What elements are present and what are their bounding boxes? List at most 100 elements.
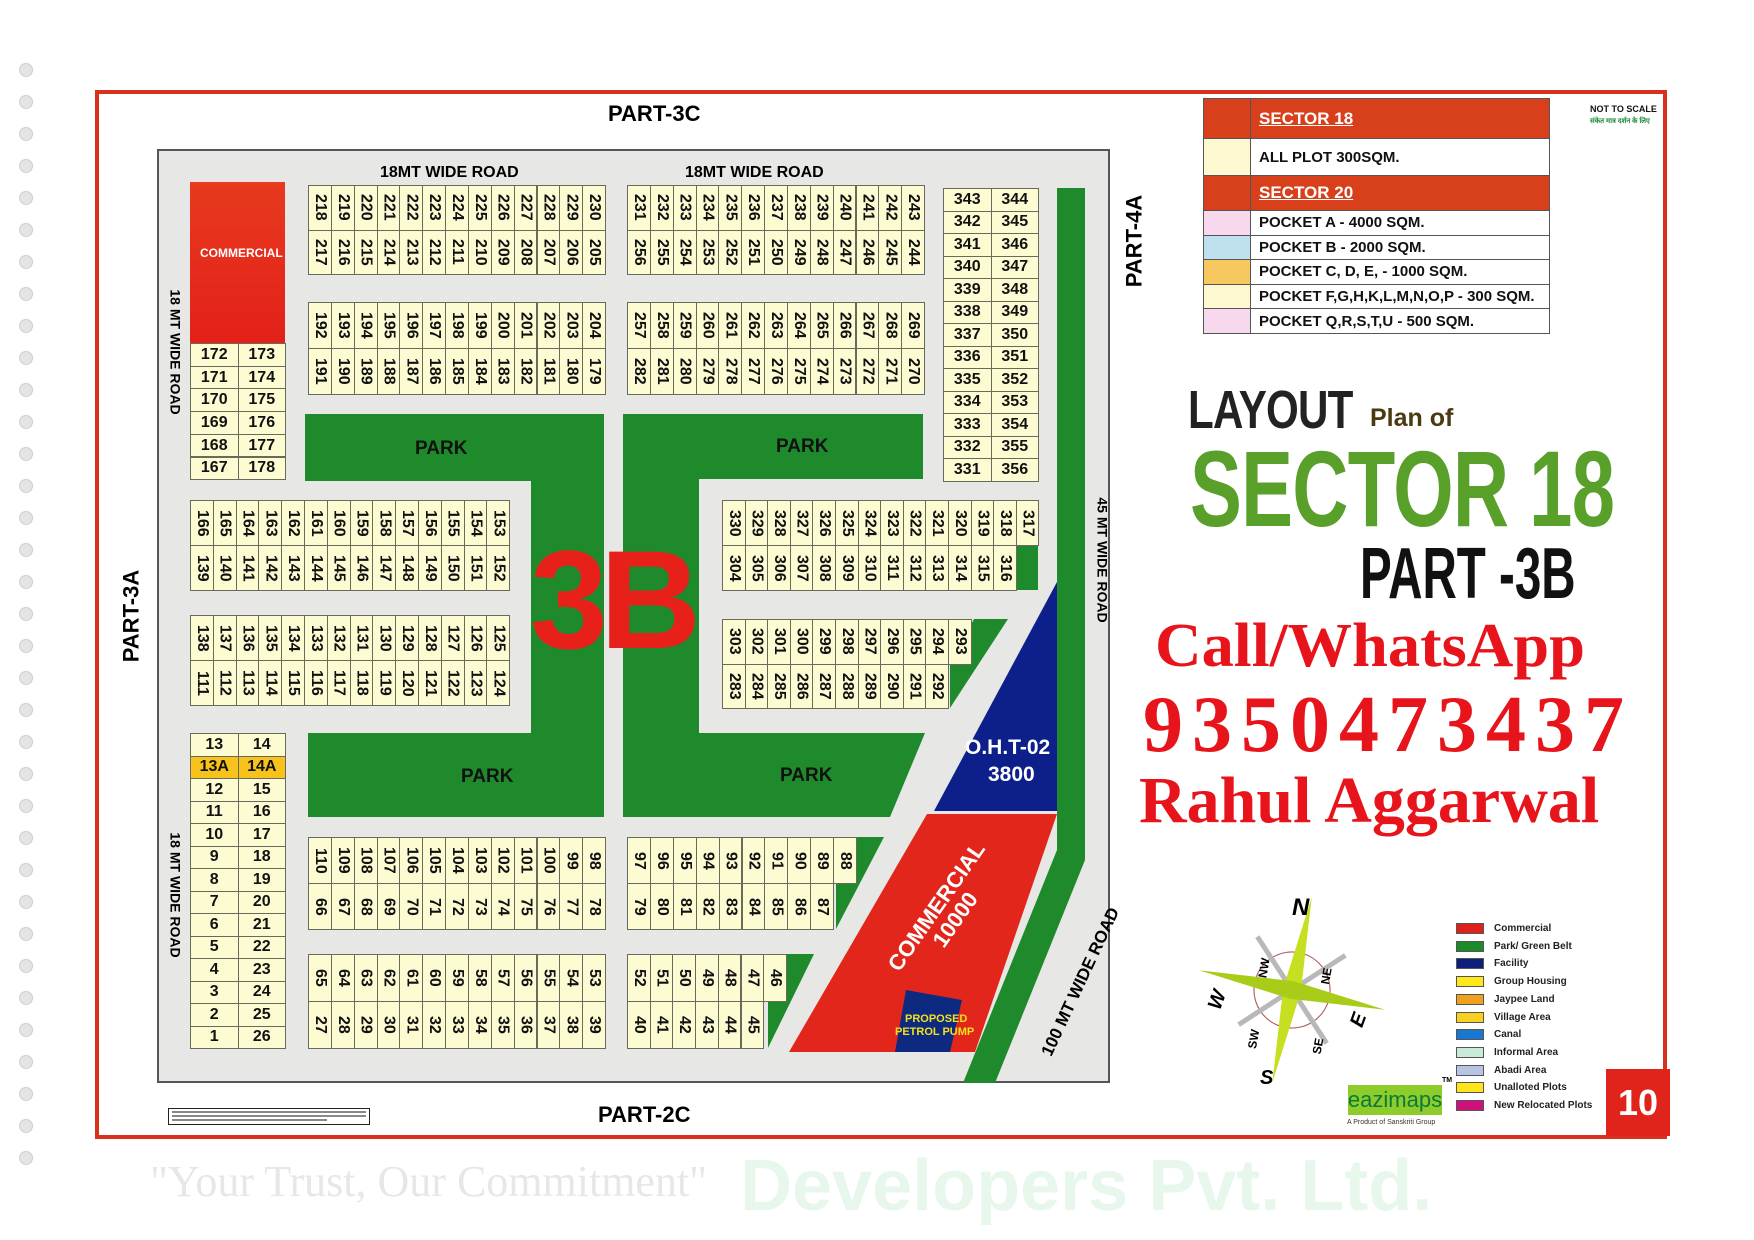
plot-306[interactable]: 306 [767,545,791,591]
plot-123[interactable]: 123 [463,660,488,706]
plot-270[interactable]: 270 [901,348,926,395]
plot-244[interactable]: 244 [901,229,926,275]
plot-336[interactable]: 336 [943,345,992,369]
plot-3[interactable]: 3 [190,980,239,1004]
plot-260[interactable]: 260 [695,302,720,349]
plot-160[interactable]: 160 [326,500,351,546]
plot-210[interactable]: 210 [467,229,492,275]
plot-76[interactable]: 76 [536,883,561,930]
plot-255[interactable]: 255 [649,229,674,275]
plot-326[interactable]: 326 [812,500,836,546]
plot-174[interactable]: 174 [237,365,286,390]
plot-163[interactable]: 163 [258,500,283,546]
plot-102[interactable]: 102 [490,837,515,884]
plot-264[interactable]: 264 [786,302,811,349]
plot-86[interactable]: 86 [787,883,812,930]
plot-188[interactable]: 188 [376,348,401,395]
plot-314[interactable]: 314 [948,545,972,591]
plot-155[interactable]: 155 [440,500,465,546]
plot-7[interactable]: 7 [190,890,239,914]
plot-126[interactable]: 126 [463,615,488,661]
plot-216[interactable]: 216 [330,229,355,275]
plot-75[interactable]: 75 [513,883,538,930]
plot-320[interactable]: 320 [948,500,972,546]
plot-301[interactable]: 301 [767,619,791,665]
plot-13[interactable]: 13 [190,733,239,757]
plot-137[interactable]: 137 [212,615,237,661]
plot-53[interactable]: 53 [582,954,607,1002]
plot-117[interactable]: 117 [326,660,351,706]
plot-176[interactable]: 176 [237,411,286,435]
plot-238[interactable]: 238 [786,185,811,231]
plot-242[interactable]: 242 [878,185,903,231]
plot-89[interactable]: 89 [810,837,835,884]
plot-194[interactable]: 194 [353,302,378,349]
plot-229[interactable]: 229 [559,185,584,231]
plot-138[interactable]: 138 [190,615,214,661]
plot-225[interactable]: 225 [467,185,492,231]
plot-2[interactable]: 2 [190,1003,239,1027]
plot-73[interactable]: 73 [467,883,492,930]
plot-220[interactable]: 220 [353,185,378,231]
plot-13A[interactable]: 13A [190,755,239,779]
plot-154[interactable]: 154 [463,500,488,546]
plot-142[interactable]: 142 [258,545,283,591]
plot-317[interactable]: 317 [1015,500,1040,546]
plot-4[interactable]: 4 [190,958,239,982]
plot-233[interactable]: 233 [672,185,697,231]
plot-32[interactable]: 32 [422,1001,447,1049]
plot-69[interactable]: 69 [376,883,401,930]
plot-232[interactable]: 232 [649,185,674,231]
plot-267[interactable]: 267 [855,302,880,349]
plot-341[interactable]: 341 [943,233,992,257]
plot-62[interactable]: 62 [376,954,401,1002]
plot-45[interactable]: 45 [740,1001,765,1049]
plot-158[interactable]: 158 [372,500,397,546]
plot-25[interactable]: 25 [237,1003,286,1027]
plot-100[interactable]: 100 [536,837,561,884]
plot-198[interactable]: 198 [445,302,469,349]
plot-343[interactable]: 343 [943,188,992,212]
plot-140[interactable]: 140 [212,545,237,591]
plot-49[interactable]: 49 [695,954,719,1002]
plot-107[interactable]: 107 [376,837,401,884]
plot-182[interactable]: 182 [513,348,538,395]
plot-61[interactable]: 61 [399,954,424,1002]
plot-223[interactable]: 223 [422,185,447,231]
plot-279[interactable]: 279 [695,348,720,395]
plot-346[interactable]: 346 [990,233,1039,257]
plot-291[interactable]: 291 [902,663,927,709]
plot-54[interactable]: 54 [559,954,584,1002]
plot-293[interactable]: 293 [948,619,972,665]
plot-221[interactable]: 221 [376,185,401,231]
plot-224[interactable]: 224 [445,185,469,231]
plot-52[interactable]: 52 [627,954,651,1002]
plot-337[interactable]: 337 [943,323,992,347]
plot-171[interactable]: 171 [190,365,239,390]
plot-68[interactable]: 68 [353,883,378,930]
plot-96[interactable]: 96 [649,837,674,884]
plot-28[interactable]: 28 [330,1001,355,1049]
plot-56[interactable]: 56 [513,954,538,1002]
plot-29[interactable]: 29 [353,1001,378,1049]
plot-355[interactable]: 355 [990,435,1039,459]
plot-273[interactable]: 273 [832,348,857,395]
plot-6[interactable]: 6 [190,913,239,937]
plot-185[interactable]: 185 [445,348,469,395]
plot-298[interactable]: 298 [835,619,859,665]
plot-164[interactable]: 164 [235,500,260,546]
plot-246[interactable]: 246 [855,229,880,275]
plot-84[interactable]: 84 [741,883,766,930]
plot-125[interactable]: 125 [486,615,511,661]
plot-278[interactable]: 278 [718,348,743,395]
plot-205[interactable]: 205 [582,229,607,275]
plot-23[interactable]: 23 [237,958,286,982]
plot-287[interactable]: 287 [812,663,836,709]
plot-263[interactable]: 263 [764,302,788,349]
plot-330[interactable]: 330 [722,500,746,546]
plot-271[interactable]: 271 [878,348,903,395]
plot-172[interactable]: 172 [190,343,239,367]
plot-59[interactable]: 59 [445,954,469,1002]
plot-10[interactable]: 10 [190,823,239,847]
plot-35[interactable]: 35 [490,1001,515,1049]
